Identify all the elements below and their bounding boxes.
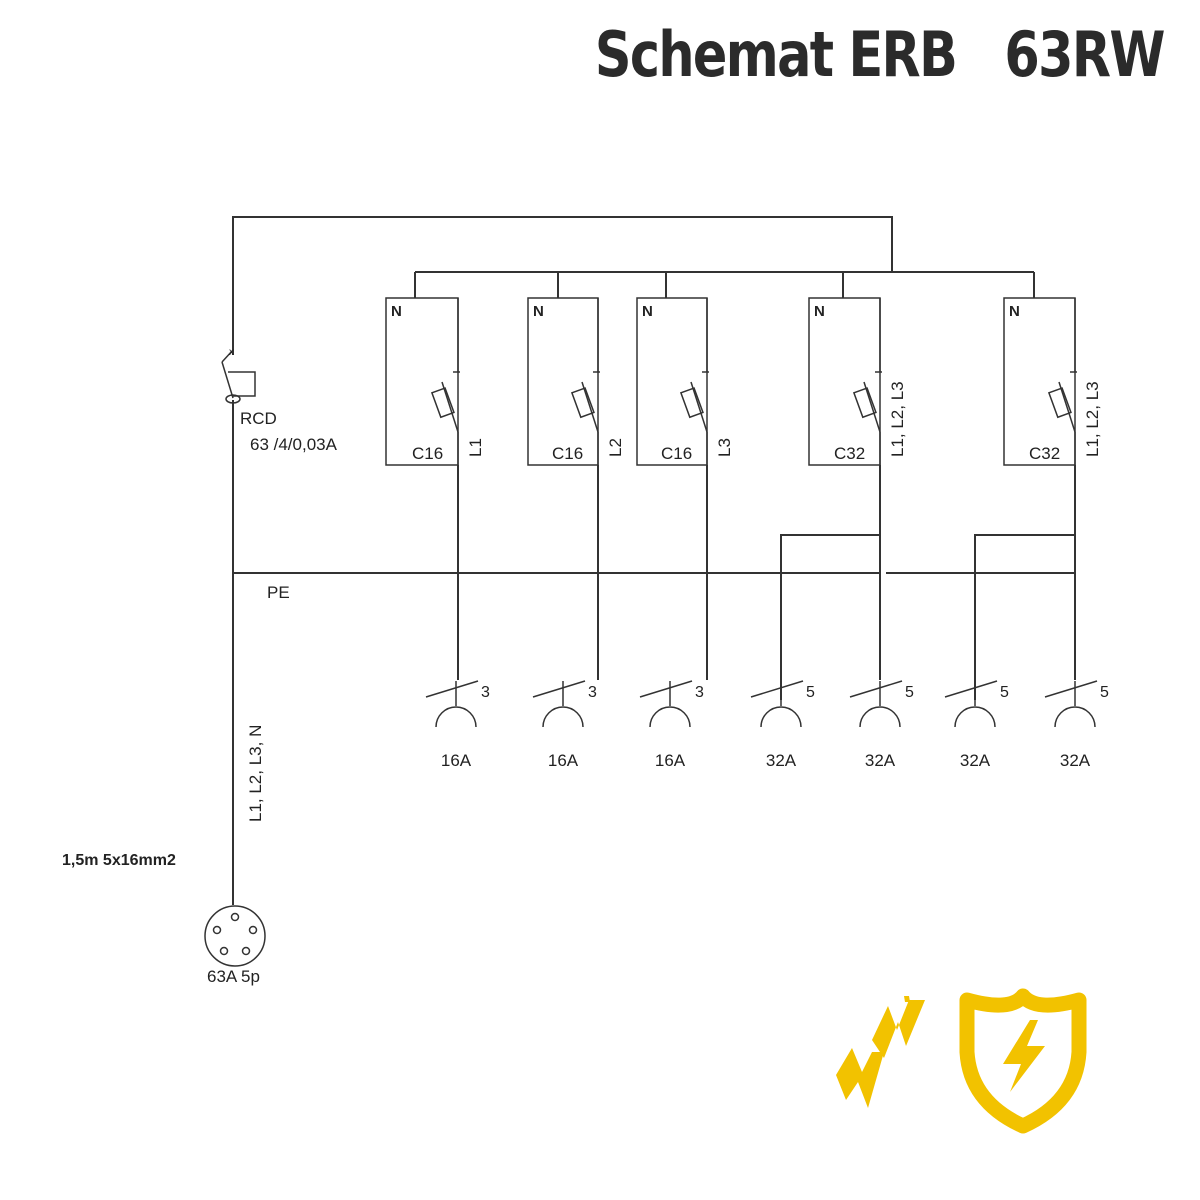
shield-lightning-icon <box>959 988 1087 1134</box>
rcd-symbol: x <box>221 347 256 404</box>
breaker-phase: L3 <box>715 438 734 457</box>
breaker-n-label: N <box>642 303 653 320</box>
socket-poles: 3 <box>481 684 490 701</box>
breaker-phase: L2 <box>606 438 625 457</box>
socket-rating: 32A <box>865 751 896 770</box>
socket: 5 32A <box>1044 680 1109 770</box>
rcd-rating: 63 /4/0,03A <box>250 435 338 454</box>
breaker-rating: C16 <box>552 444 583 463</box>
socket: 3 16A <box>425 680 490 770</box>
socket-poles: 5 <box>1000 684 1009 701</box>
breaker: N C16 L3 <box>636 272 734 680</box>
breaker-rating: C32 <box>1029 444 1060 463</box>
socket: 3 16A <box>532 680 597 770</box>
sockets: 3 16A 3 16A 3 16A 5 32A 5 32A 5 32A 5 32A <box>425 680 1109 770</box>
inlet-label: 63A 5p <box>207 967 260 986</box>
breaker-rating: C32 <box>834 444 865 463</box>
breaker: N C16 L2 <box>527 272 625 680</box>
breaker-phase: L1, L2, L3 <box>1083 381 1102 457</box>
breaker-rating: C16 <box>412 444 443 463</box>
inlet-plug-icon <box>204 905 266 967</box>
socket-poles: 3 <box>695 684 704 701</box>
socket-rating: 32A <box>960 751 991 770</box>
socket: 5 32A <box>944 680 1009 770</box>
breaker-n-label: N <box>1009 303 1020 320</box>
breaker: N C32 L1, L2, L3 <box>808 272 907 680</box>
breakers: N C16 L1 N C16 L2 N C16 L3 N C32 L1, L2, L3 N C32 L1, … <box>385 272 1102 680</box>
socket-rating: 32A <box>1060 751 1091 770</box>
socket: 3 16A <box>639 680 704 770</box>
feed-phases-label: L1, L2, L3, N <box>246 725 265 822</box>
breaker-n-label: N <box>814 303 825 320</box>
pe-label: PE <box>267 583 290 602</box>
socket-rating: 32A <box>766 751 797 770</box>
socket-poles: 5 <box>1100 684 1109 701</box>
rcd-label: RCD <box>240 409 277 428</box>
page-title: Schemat ERB 63RW <box>595 18 1166 91</box>
socket-rating: 16A <box>655 751 686 770</box>
socket: 5 32A <box>750 680 815 770</box>
breaker: N C16 L1 <box>385 272 485 680</box>
feeder-branches <box>780 534 1075 700</box>
breaker-rating: C16 <box>661 444 692 463</box>
breaker-n-label: N <box>533 303 544 320</box>
socket-poles: 5 <box>905 684 914 701</box>
svg-text:x: x <box>229 347 234 358</box>
socket: 5 32A <box>849 680 914 770</box>
breaker-n-label: N <box>391 303 402 320</box>
socket-poles: 5 <box>806 684 815 701</box>
main-wiring <box>232 216 1075 905</box>
breaker-phase: L1 <box>466 438 485 457</box>
socket-rating: 16A <box>441 751 472 770</box>
breaker: N C32 L1, L2, L3 <box>1003 272 1102 680</box>
lightning-bolts-icon <box>836 996 925 1108</box>
socket-poles: 3 <box>588 684 597 701</box>
socket-rating: 16A <box>548 751 579 770</box>
breaker-phase: L1, L2, L3 <box>888 381 907 457</box>
cable-label: 1,5m 5x16mm2 <box>62 852 176 869</box>
